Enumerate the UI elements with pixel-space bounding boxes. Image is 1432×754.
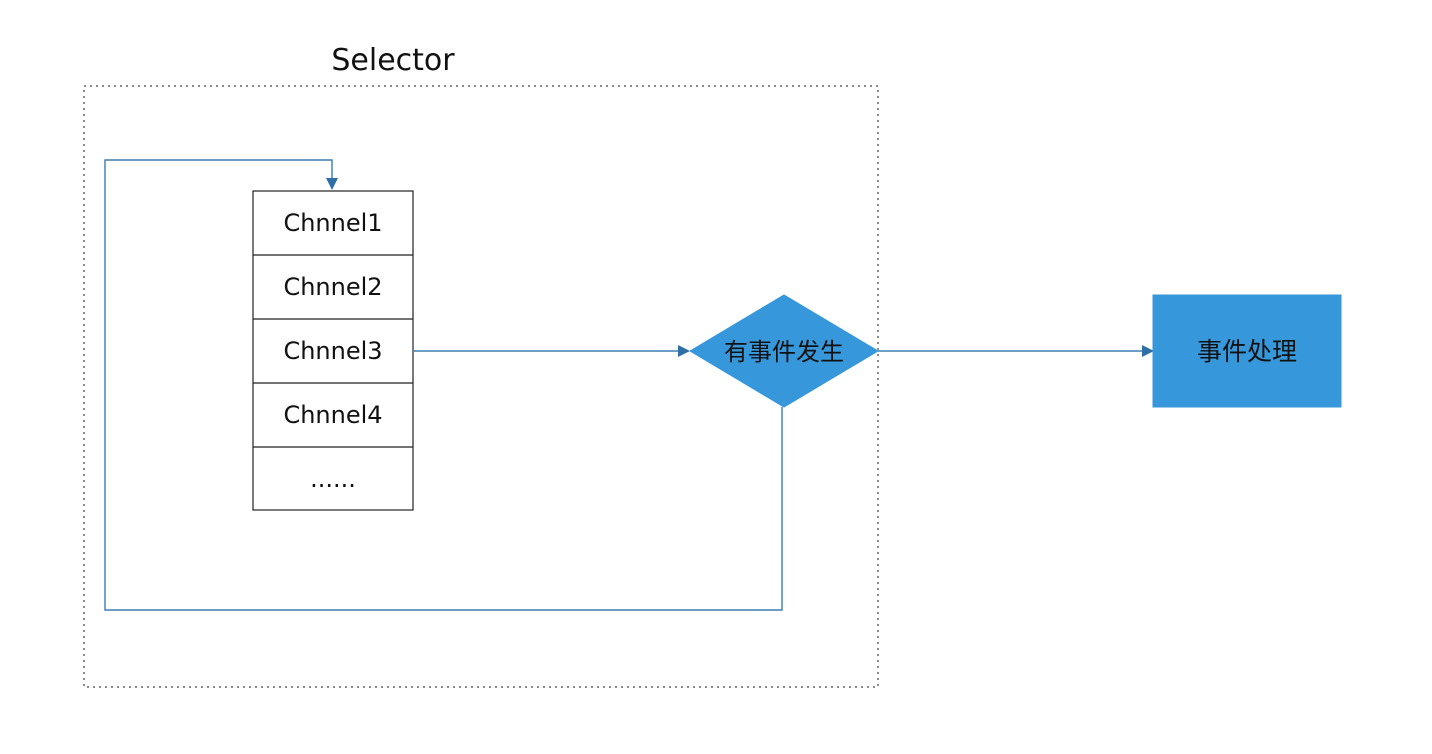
- channel-label-3: Chnnel3: [283, 337, 382, 365]
- decision-label: 有事件发生: [724, 338, 844, 366]
- channel-stack-frame: [252, 190, 414, 511]
- process-label: 事件处理: [1197, 337, 1297, 366]
- channel-label-1: Chnnel1: [283, 209, 382, 237]
- channel-label-4: Chnnel4: [283, 401, 382, 429]
- connector-group: [104, 159, 1154, 611]
- loop-back-connector: [104, 159, 783, 611]
- channel-label-2: Chnnel2: [283, 273, 382, 301]
- channel-label-more: ......: [310, 465, 356, 493]
- decision-diamond: [689, 294, 879, 408]
- channel-stack: Chnnel1 Chnnel2 Chnnel3 Chnnel4 ......: [252, 190, 414, 511]
- process-box: [1152, 294, 1342, 408]
- selector-boundary: [83, 85, 879, 688]
- selector-container: Selector: [83, 43, 879, 688]
- selector-title: Selector: [331, 43, 455, 78]
- decision-node: 有事件发生: [689, 294, 879, 408]
- process-node: 事件处理: [1152, 294, 1342, 408]
